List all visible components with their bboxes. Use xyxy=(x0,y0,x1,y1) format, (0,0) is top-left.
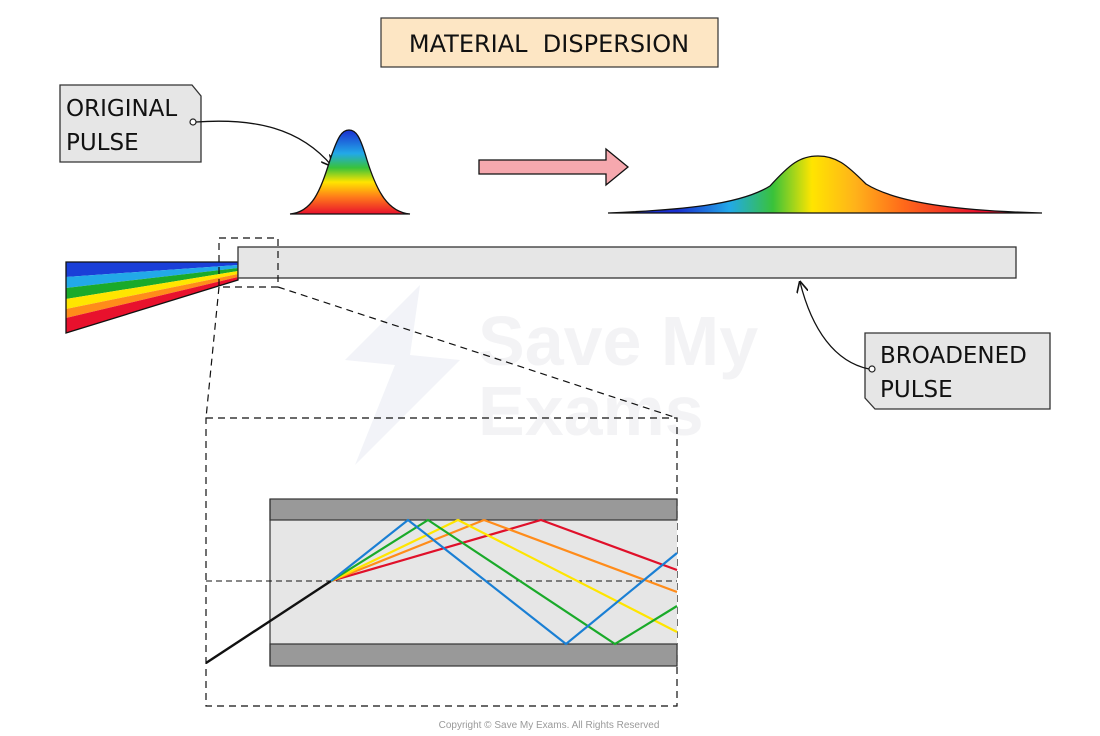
bolt-logo-icon xyxy=(345,285,460,465)
optical-fibre xyxy=(237,246,1017,279)
original-pulse-shape xyxy=(289,129,411,215)
incident-ray xyxy=(205,579,332,665)
original-pulse-pointer xyxy=(195,120,332,166)
yellow-ray xyxy=(330,518,678,633)
broadened-pulse-line-1: BROADENED xyxy=(880,343,1027,369)
propagation-arrow xyxy=(478,147,630,187)
dispersed-rays xyxy=(330,518,678,646)
title-box: MATERIAL DISPERSION xyxy=(380,17,719,68)
orange-ray xyxy=(330,518,678,594)
watermark-line-2: Exams xyxy=(478,372,704,450)
original-pulse-line-2: PULSE xyxy=(66,130,139,156)
diagram-title: MATERIAL DISPERSION xyxy=(409,30,689,58)
fibre-cladding-top xyxy=(269,498,678,521)
fibre-cladding-bottom xyxy=(269,643,678,667)
original-pulse-line-1: ORIGINAL xyxy=(66,96,177,122)
broadened-pulse-pointer xyxy=(800,282,870,370)
watermark: Save My Exams xyxy=(345,285,758,465)
copyright-notice: Copyright © Save My Exams. All Rights Re… xyxy=(439,720,660,731)
broadened-pulse-shape xyxy=(607,155,1043,214)
spectrum-fan xyxy=(65,261,239,334)
broadened-pulse-label: BROADENED PULSE xyxy=(800,282,1051,410)
watermark-line-1: Save My xyxy=(478,302,758,380)
original-pulse-label: ORIGINAL PULSE xyxy=(59,84,332,166)
red-ray xyxy=(330,518,678,583)
green-ray xyxy=(330,518,678,646)
blue-ray xyxy=(330,518,678,646)
broadened-pulse-line-2: PULSE xyxy=(880,377,953,403)
